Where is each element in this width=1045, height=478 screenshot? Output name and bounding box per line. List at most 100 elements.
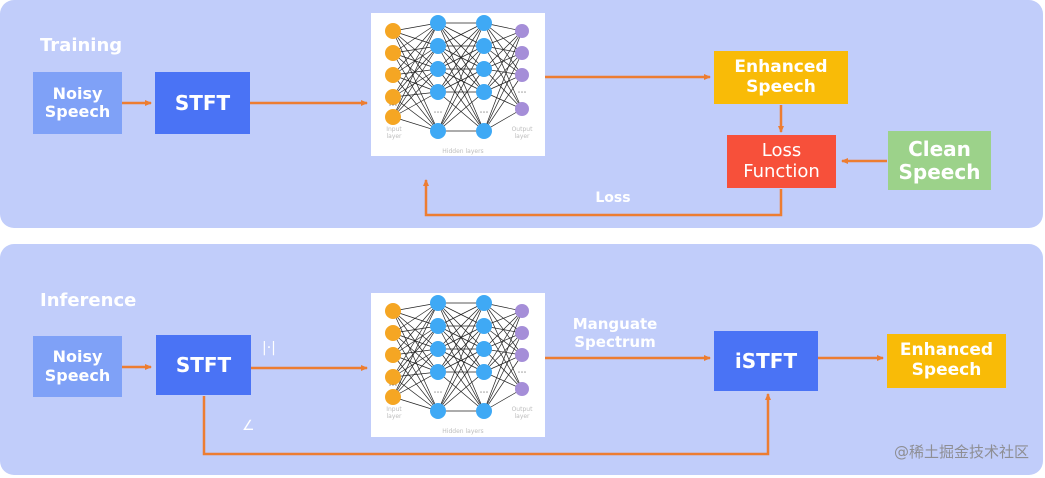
- ellipsis-marker: ⋯: [518, 88, 527, 98]
- output-node: [515, 348, 529, 362]
- network-edge: [437, 91, 485, 132]
- network-edge: [392, 45, 439, 118]
- network-edge: [437, 45, 485, 93]
- network-edge: [483, 45, 523, 110]
- magnitude-spectrum-label: Manguate Spectrum: [572, 315, 658, 351]
- network-edge: [437, 22, 485, 93]
- input-node: [385, 303, 401, 319]
- stft-box-training: STFT: [155, 72, 250, 134]
- ellipsis-marker: ⋯: [480, 388, 489, 398]
- network-edge: [483, 30, 523, 93]
- network-edge: [483, 348, 523, 390]
- inference-title: Inference: [40, 290, 137, 311]
- hidden-node: [476, 61, 492, 77]
- hidden-node: [430, 61, 446, 77]
- network-edge: [392, 332, 439, 373]
- hidden-node: [430, 15, 446, 31]
- network-edge: [392, 302, 439, 398]
- network-edge: [437, 22, 485, 132]
- network-edge: [392, 348, 439, 378]
- istft-box: iSTFT: [714, 331, 818, 391]
- network-edge: [483, 310, 523, 350]
- network-edge: [483, 52, 523, 93]
- hidden-layers-label: Hidden layers: [442, 148, 484, 155]
- network-edge: [437, 325, 485, 373]
- network-edge: [437, 348, 485, 373]
- hidden-node: [430, 295, 446, 311]
- hidden-node: [476, 15, 492, 31]
- network-edge: [392, 22, 439, 118]
- network-edge: [392, 302, 439, 378]
- hidden-node: [430, 318, 446, 334]
- loss-label: Loss: [595, 190, 631, 206]
- hidden-node: [476, 403, 492, 419]
- enhanced-speech-box-training: Enhanced Speech: [714, 51, 848, 104]
- hidden-node: [476, 341, 492, 357]
- network-edge: [483, 332, 523, 412]
- network-edge: [392, 325, 439, 378]
- ellipsis-marker: ⋯: [389, 101, 398, 111]
- network-edge: [437, 302, 485, 412]
- network-edge: [392, 310, 439, 373]
- hidden-node: [430, 341, 446, 357]
- noisy-speech-box-training: Noisy Speech: [33, 72, 122, 134]
- ellipsis-marker: ⋯: [389, 381, 398, 391]
- ellipsis-marker: ⋯: [518, 368, 527, 378]
- network-edge: [483, 302, 523, 390]
- network-edge: [437, 325, 485, 412]
- neural-network-graph: ⋯ ⋯ ⋯ ⋯: [385, 295, 529, 419]
- input-layer-label: Input layer: [386, 406, 402, 420]
- hidden-node: [430, 84, 446, 100]
- network-edge: [392, 302, 439, 334]
- output-layer-label: Output layer: [511, 126, 533, 140]
- phase-marker: ∠: [242, 418, 255, 434]
- output-node: [515, 68, 529, 82]
- enhanced-speech-box-inference: Enhanced Speech: [887, 334, 1006, 388]
- loss-function-box: Loss Function: [727, 135, 836, 188]
- input-node: [385, 369, 401, 385]
- training-title: Training: [40, 35, 123, 56]
- network-edge: [483, 74, 523, 132]
- network-edge: [392, 22, 439, 54]
- network-edge: [483, 22, 523, 110]
- network-edge: [437, 371, 485, 412]
- network-edge: [437, 68, 485, 93]
- neural-network-inference: ⋯⋯⋯⋯ Input layer Hidden layers Output la…: [371, 293, 545, 437]
- ellipsis-marker: ⋯: [434, 388, 443, 398]
- hidden-node: [476, 38, 492, 54]
- network-edge: [483, 52, 523, 132]
- input-node: [385, 89, 401, 105]
- network-edge: [437, 22, 485, 70]
- watermark: @稀土掘金技术社区: [893, 443, 1029, 461]
- hidden-node: [430, 123, 446, 139]
- output-node: [515, 326, 529, 340]
- network-edge: [392, 348, 439, 398]
- hidden-node: [430, 38, 446, 54]
- network-edge: [483, 310, 523, 373]
- network-edge: [483, 68, 523, 110]
- hidden-node: [430, 364, 446, 380]
- input-node: [385, 23, 401, 39]
- network-edge: [392, 30, 439, 70]
- neural-network-graph: ⋯⋯⋯⋯: [385, 15, 529, 139]
- hidden-node: [476, 318, 492, 334]
- network-edge: [483, 325, 523, 390]
- hidden-node: [476, 364, 492, 380]
- input-node: [385, 109, 401, 125]
- network-edge: [437, 302, 485, 350]
- network-edge: [437, 22, 485, 47]
- magnitude-marker: |·|: [262, 340, 276, 356]
- network-edge: [392, 354, 439, 373]
- network-edge: [392, 302, 439, 356]
- network-edge: [392, 74, 439, 93]
- arrow-loss-feedback: [423, 179, 783, 217]
- stft-box-inference: STFT: [156, 335, 251, 395]
- network-edge: [392, 22, 439, 76]
- network-edge: [392, 68, 439, 98]
- hidden-node: [476, 295, 492, 311]
- hidden-node: [476, 84, 492, 100]
- input-node: [385, 45, 401, 61]
- hidden-node: [430, 403, 446, 419]
- noisy-speech-box-inference: Noisy Speech: [33, 336, 122, 397]
- network-edge: [392, 45, 439, 98]
